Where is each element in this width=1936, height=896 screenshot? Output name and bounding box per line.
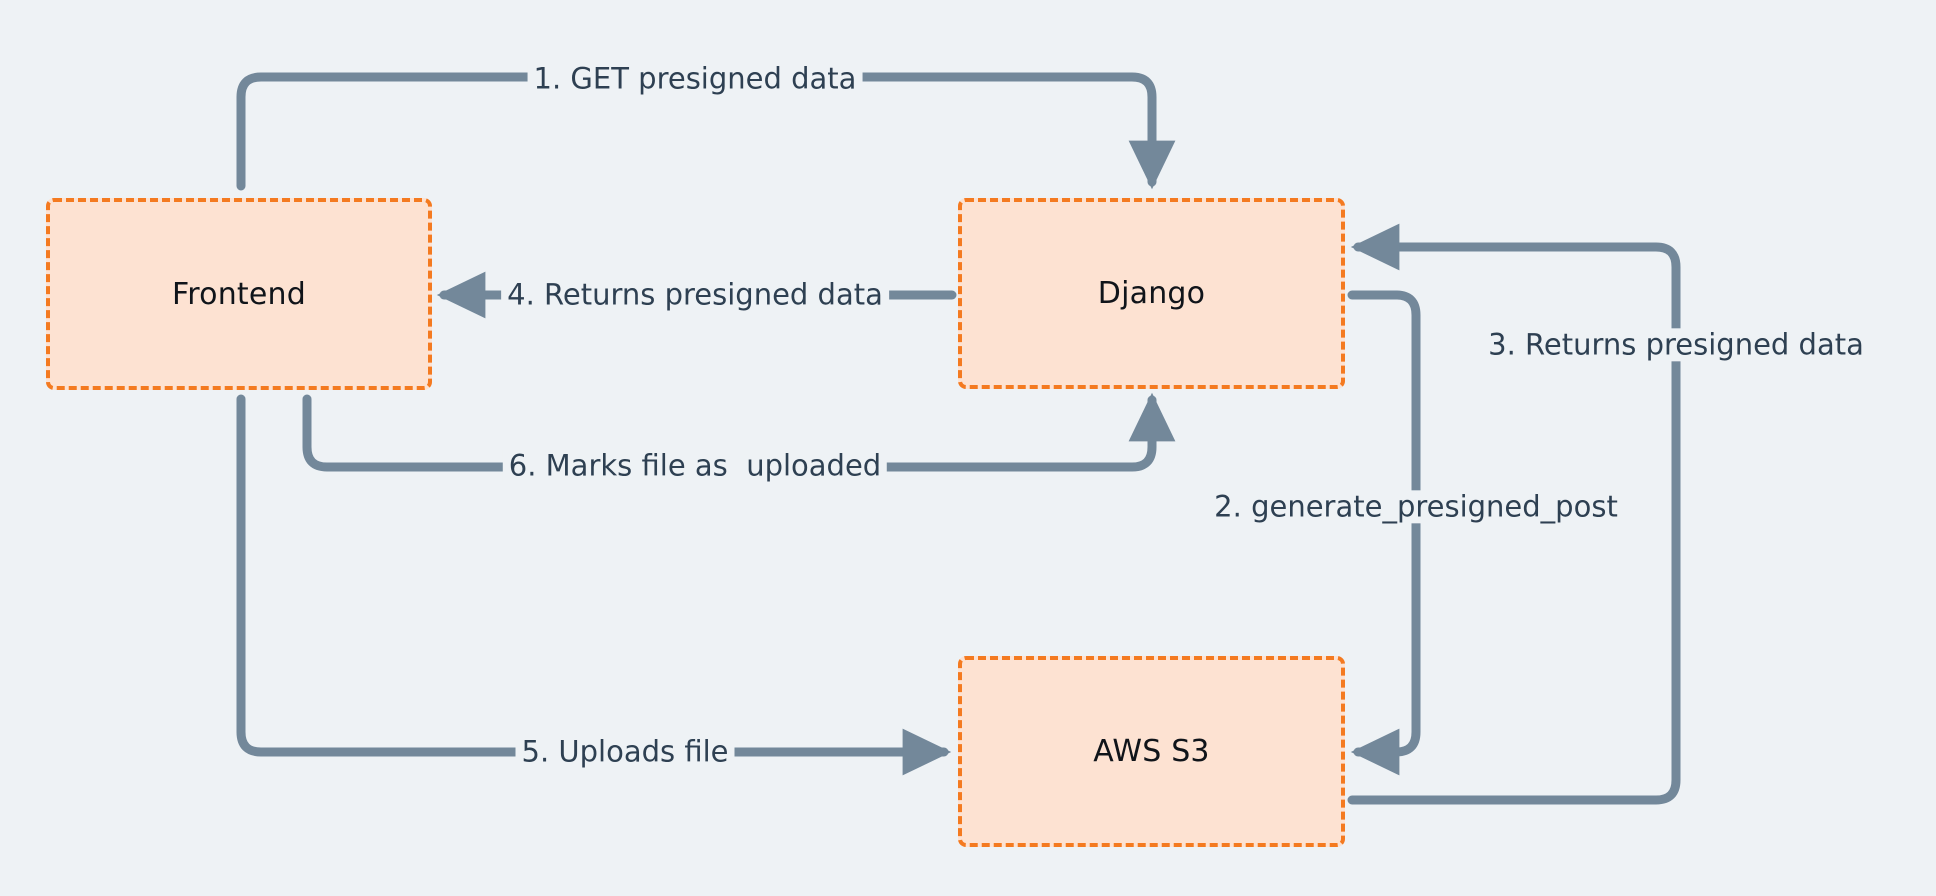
node-aws-s3[interactable]: AWS S3 <box>958 656 1345 847</box>
node-frontend[interactable]: Frontend <box>46 198 432 390</box>
edge-label-1-get-presigned-data: 1. GET presigned data <box>527 61 863 96</box>
edge-label-5-uploads-file: 5. Uploads file <box>515 734 735 769</box>
node-aws-s3-label: AWS S3 <box>1093 734 1210 769</box>
edge-label-3-returns-presigned-data: 3. Returns presigned data <box>1482 327 1870 362</box>
node-django[interactable]: Django <box>958 198 1345 389</box>
edge-label-2-generate-presigned-post: 2. generate_presigned_post <box>1208 489 1624 524</box>
node-django-label: Django <box>1097 276 1206 311</box>
edge-label-6-marks-file-as-uploaded: 6. Marks file as uploaded <box>502 448 888 483</box>
node-frontend-label: Frontend <box>172 276 306 312</box>
edge-label-4-returns-presigned-data: 4. Returns presigned data <box>501 277 889 312</box>
